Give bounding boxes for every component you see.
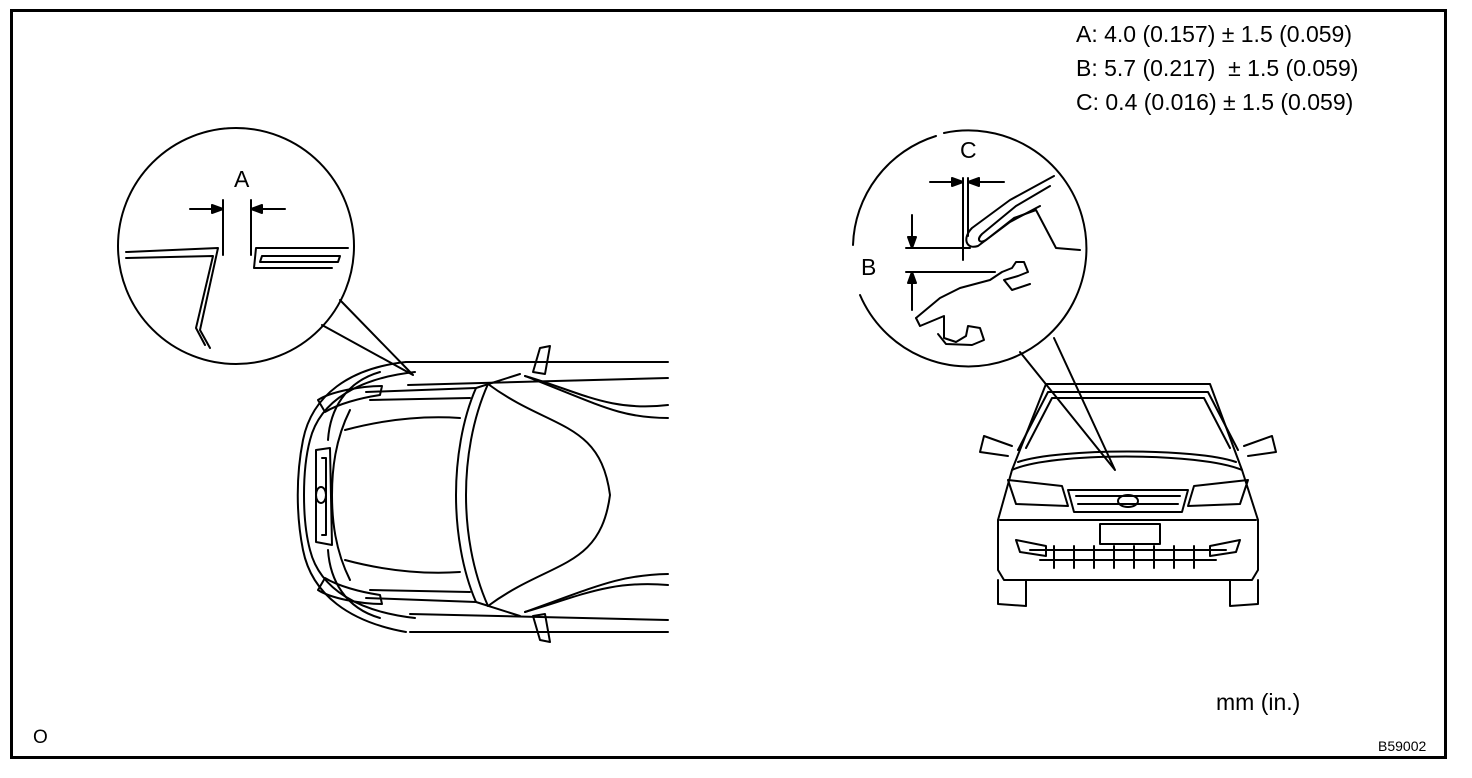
callout-a-label: A bbox=[234, 166, 250, 192]
callout-b-label: B bbox=[861, 254, 876, 280]
spec-c-text: C: 0.4 (0.016) ± 1.5 (0.059) bbox=[1076, 89, 1354, 115]
figure-frame bbox=[10, 9, 1447, 759]
callout-c-label: C bbox=[960, 137, 977, 163]
detail-bc-magnifier: C B bbox=[853, 130, 1086, 366]
car-front-view bbox=[980, 338, 1276, 606]
spec-a-text: A: 4.0 (0.157) ± 1.5 (0.059) bbox=[1076, 21, 1352, 47]
car-top-view bbox=[298, 300, 668, 642]
spec-b-text: B: 5.7 (0.217) ± 1.5 (0.059) bbox=[1076, 55, 1359, 81]
detail-a-magnifier: A bbox=[118, 128, 354, 364]
units-label: mm (in.) bbox=[1216, 689, 1301, 715]
figure-id: B59002 bbox=[1378, 738, 1427, 754]
corner-code: O bbox=[33, 727, 48, 748]
